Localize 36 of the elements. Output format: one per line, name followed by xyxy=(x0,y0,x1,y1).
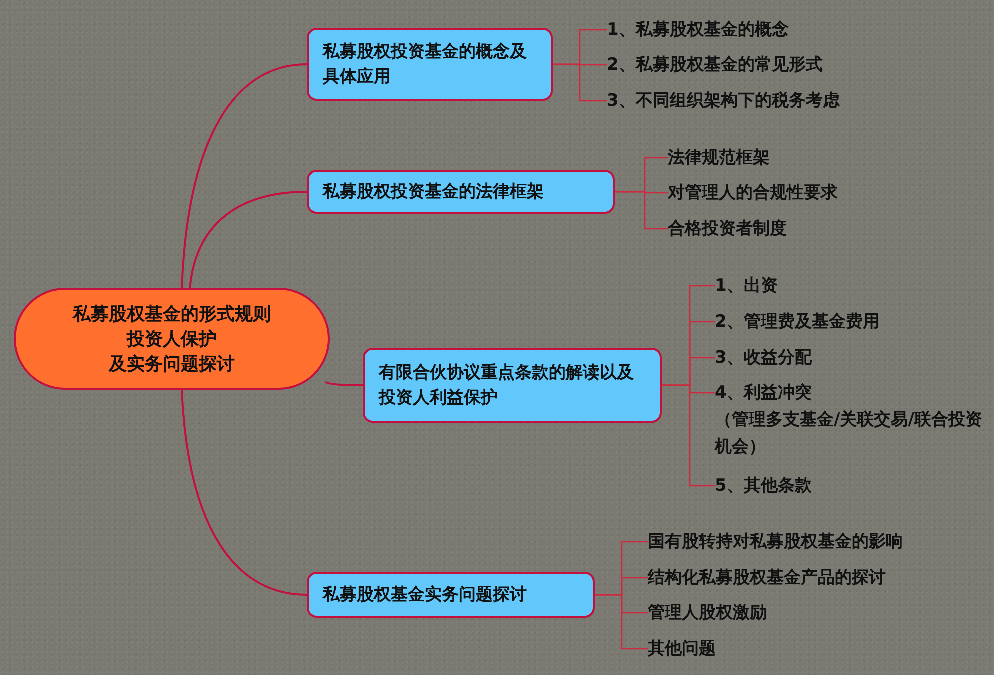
leaf-text: 1、私募股权基金的概念 xyxy=(607,18,789,42)
connector-line xyxy=(325,381,363,386)
leaf-text: 3、不同组织架构下的税务考虑 xyxy=(607,90,840,112)
leaf-text: 对管理人的合规性要求 xyxy=(668,182,838,204)
connector-line xyxy=(189,191,308,290)
leaf-text: 结构化私募股权基金产品的探讨 xyxy=(648,566,886,590)
branch-text: 私募股权基金实务问题探讨 xyxy=(323,584,527,606)
branch-text: 私募股权投资基金的法律框架 xyxy=(323,180,544,204)
connector-line xyxy=(181,390,308,596)
branch-box xyxy=(307,572,595,618)
leaf-text: 4、利益冲突 xyxy=(715,382,813,404)
branch-box xyxy=(307,170,615,214)
connector-line xyxy=(615,191,668,230)
leaf-text: 其他问题 xyxy=(648,638,716,660)
leaf-text: 管理人股权激励 xyxy=(648,602,767,624)
branch-text: 有限合伙协议重点条款的解读以及投资人利益保护 xyxy=(379,362,635,410)
branch-text: 私募股权投资基金的概念及具体应用 xyxy=(323,40,528,88)
connector-line xyxy=(595,594,648,650)
leaf-text: 1、出资 xyxy=(715,274,778,298)
leaf-text: 3、收益分配 xyxy=(715,346,812,370)
leaf-text: （管理多支基金/关联交易/联合投资机会） xyxy=(715,408,983,458)
leaf-text: 合格投资者制度 xyxy=(668,218,787,240)
leaf-text: 2、管理费及基金费用 xyxy=(715,310,880,334)
topic-bubble xyxy=(14,288,330,390)
branch-box xyxy=(307,28,553,101)
branch-box xyxy=(363,348,662,423)
connector-line xyxy=(553,64,607,102)
connector-line xyxy=(662,384,715,487)
topic-text: 投资人保护 xyxy=(127,328,217,352)
leaf-text: 5、其他条款 xyxy=(715,474,812,498)
leaf-text: 法律规范框架 xyxy=(668,146,770,170)
connector-line xyxy=(181,64,308,288)
topic-text: 及实务问题探讨 xyxy=(109,352,235,376)
leaf-text: 2、私募股权基金的常见形式 xyxy=(607,54,823,76)
topic-text: 私募股权基金的形式规则 xyxy=(73,302,271,326)
leaf-text: 国有股转持对私募股权基金的影响 xyxy=(648,530,903,554)
